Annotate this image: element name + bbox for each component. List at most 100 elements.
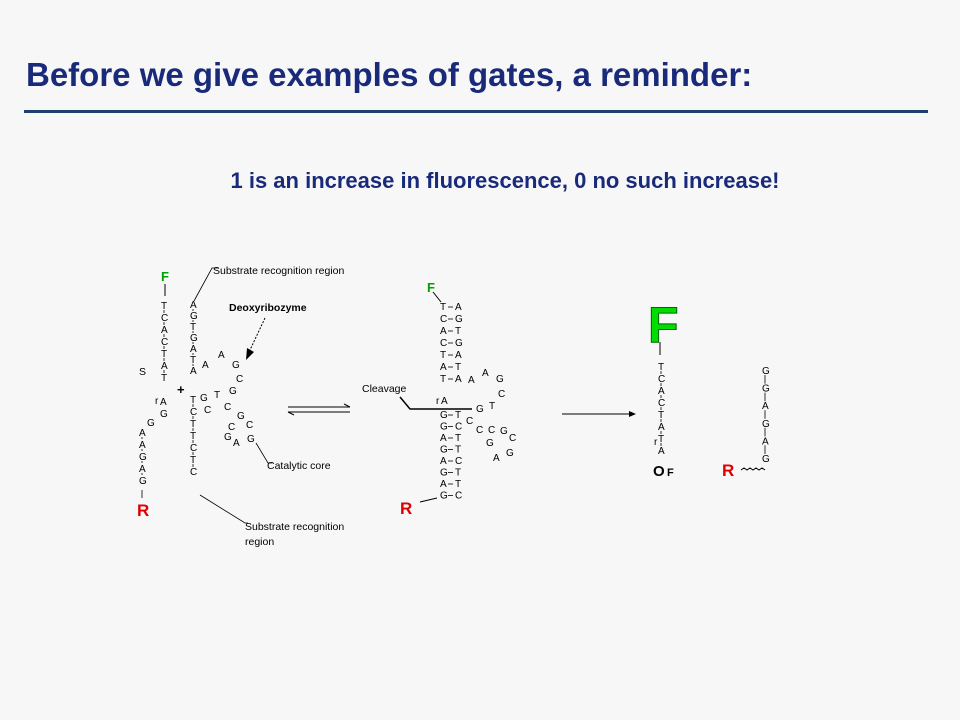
cleavage-pointer: [399, 396, 472, 410]
label-cleavage: Cleavage: [362, 383, 407, 395]
ribo-label-left: r: [155, 396, 159, 407]
quencher-linker-product: [740, 467, 766, 471]
core-nucleotide: A: [202, 360, 209, 371]
mid-loop-nucleotide: C: [498, 389, 505, 400]
deoxyribozyme-arrowhead: [246, 348, 254, 360]
mid-bottom-nucleotide: A: [441, 396, 448, 407]
product2-nucleotide: A: [762, 401, 769, 412]
mid-bottom-nucleotide: G: [440, 468, 448, 479]
mid-top-nucleotide: A: [455, 374, 462, 385]
reaction-arrow: [562, 411, 636, 417]
enzyme-arm-nucleotide: T: [190, 322, 196, 333]
left-substrate-nucleotide: C: [161, 313, 168, 324]
leader-catalytic-core: [255, 442, 272, 464]
fluorophore-linker-mid: [432, 291, 442, 303]
enzyme-arm-nucleotide: T: [190, 431, 196, 442]
ribo-label-product: r: [654, 437, 658, 448]
enzyme-arm-nucleotide: C: [190, 467, 197, 478]
label-substrate-region-top: Substrate recognition region: [213, 265, 344, 277]
mid-bottom-nucleotide: C: [455, 491, 462, 502]
core-nucleotide: C: [224, 402, 231, 413]
mid-loop-nucleotide: C: [476, 425, 483, 436]
enzyme-arm-nucleotide: G: [190, 333, 198, 344]
product2-nucleotide: A: [762, 436, 769, 447]
enzyme-arm-nucleotide: C: [190, 407, 197, 418]
ribo-label-mid: r: [436, 396, 440, 407]
fluorophore-label-left: F: [161, 269, 169, 284]
mid-top-nucleotide: A: [440, 362, 447, 373]
quencher-label-mid: R: [400, 499, 412, 518]
product2-nucleotide: G: [762, 419, 770, 430]
product-end-f: F: [667, 467, 674, 479]
left-substrate-nucleotide: G: [160, 409, 168, 420]
left-substrate-nucleotide: C: [161, 337, 168, 348]
core-nucleotide: C: [204, 405, 211, 416]
product1-nucleotide: C: [658, 374, 665, 385]
core-nucleotide: G: [229, 386, 237, 397]
mid-loop-nucleotide: C: [509, 433, 516, 444]
mid-bottom-nucleotide: C: [455, 456, 462, 467]
enzyme-arm-nucleotide: C: [190, 443, 197, 454]
mid-loop-nucleotide: A: [493, 453, 500, 464]
mid-bottom-nucleotide: A: [440, 479, 447, 490]
enzyme-arm-nucleotide: T: [190, 355, 196, 366]
enzyme-arm-nucleotide: T: [190, 395, 196, 406]
core-nucleotide: G: [200, 393, 208, 404]
left-substrate-nucleotide: T: [161, 349, 167, 360]
mid-top-nucleotide: G: [455, 314, 463, 325]
left-substrate-nucleotide: A: [139, 428, 146, 439]
left-substrate-nucleotide: A: [160, 397, 167, 408]
mid-bottom-nucleotide: T: [455, 433, 461, 444]
label-substrate-region-bottom-2: region: [245, 536, 274, 548]
mid-bottom-nucleotide: A: [440, 456, 447, 467]
mid-bottom-nucleotide: G: [440, 491, 448, 502]
mid-top-nucleotide: T: [440, 302, 446, 313]
mid-bottom-nucleotide: T: [455, 410, 461, 421]
leader-substrate-region-top: [193, 267, 218, 302]
mid-loop-nucleotide: C: [488, 425, 495, 436]
core-nucleotide: C: [246, 420, 253, 431]
mid-top-nucleotide: G: [455, 338, 463, 349]
mid-top-nucleotide: C: [440, 314, 447, 325]
left-substrate-nucleotide: G: [139, 452, 147, 463]
product1-nucleotide: C: [658, 398, 665, 409]
mid-bottom-nucleotide: T: [455, 468, 461, 479]
enzyme-arm-nucleotide: T: [190, 419, 196, 430]
core-nucleotide: G: [247, 434, 255, 445]
core-nucleotide: A: [218, 350, 225, 361]
mid-top-nucleotide: T: [440, 350, 446, 361]
product1-nucleotide: A: [658, 422, 665, 433]
left-substrate-nucleotide: A: [139, 440, 146, 451]
product1-nucleotide: A: [658, 386, 665, 397]
product1-nucleotide: T: [658, 434, 664, 445]
mid-loop-nucleotide: T: [489, 401, 495, 412]
fluorophore-large: F: [648, 297, 679, 353]
enzyme-arm-nucleotide: G: [190, 311, 198, 322]
title-divider: [24, 110, 928, 113]
quencher-label-product: R: [722, 461, 734, 480]
product2-nucleotide: G: [762, 366, 770, 377]
mid-loop-nucleotide: G: [500, 426, 508, 437]
plus-sign: +: [177, 382, 185, 397]
left-substrate-nucleotide: A: [161, 325, 168, 336]
equilibrium-arrows: [287, 403, 351, 416]
mid-loop-nucleotide: C: [466, 416, 473, 427]
quencher-label-left: R: [137, 501, 149, 520]
core-nucleotide: G: [232, 360, 240, 371]
mid-top-nucleotide: A: [455, 302, 462, 313]
mid-loop-nucleotide: G: [476, 404, 484, 415]
core-nucleotide: G: [224, 432, 232, 443]
product1-nucleotide: A: [658, 446, 665, 457]
label-catalytic-core: Catalytic core: [267, 460, 331, 472]
left-substrate-nucleotide: G: [139, 476, 147, 487]
